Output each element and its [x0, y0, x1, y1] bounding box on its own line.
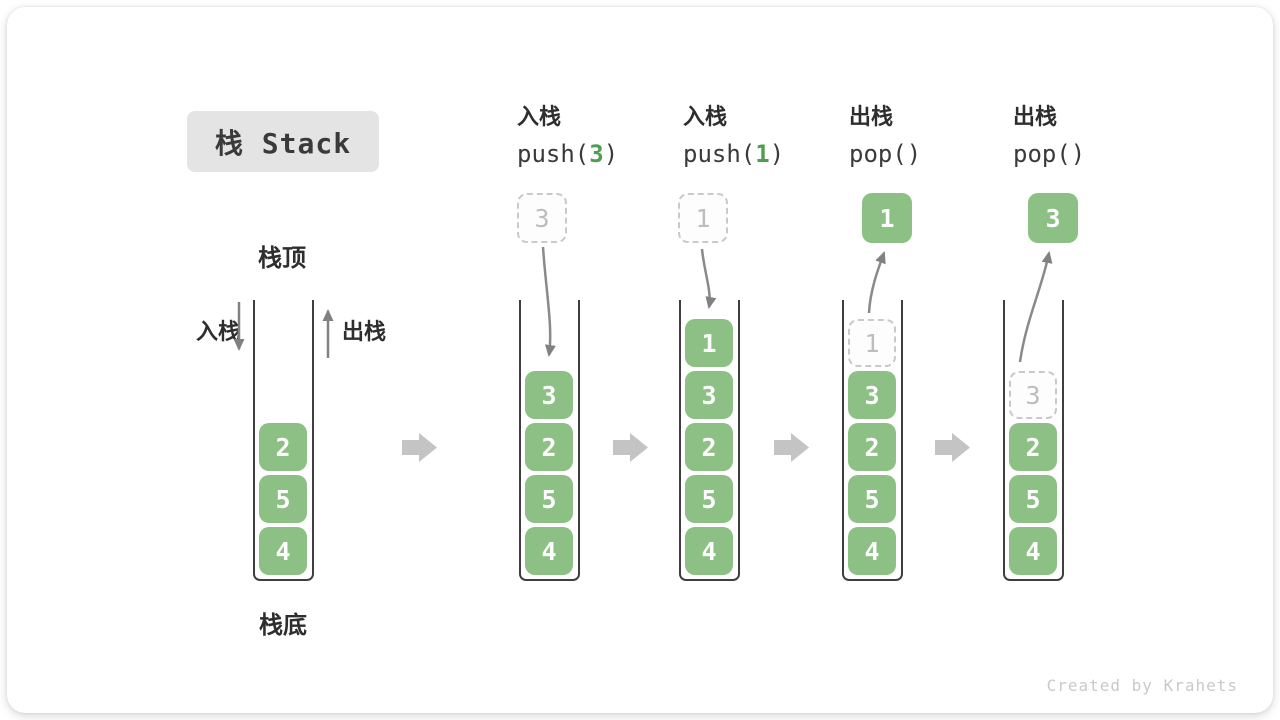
- code-fn: pop(: [1013, 140, 1071, 168]
- pop-legend-label: 出栈: [342, 320, 387, 345]
- pushing-value-box: 1: [678, 193, 728, 243]
- stack-cell: 2: [525, 423, 573, 471]
- stack-cell: 3: [848, 371, 896, 419]
- popped-value-box: 3: [1028, 193, 1078, 243]
- stack-cell-ghost: 1: [848, 319, 896, 367]
- stack-cell: 5: [685, 475, 733, 523]
- stack-cell: 2: [848, 423, 896, 471]
- stack-cell-ghost: 3: [1009, 371, 1057, 419]
- figure-title: 栈 Stack: [187, 111, 379, 172]
- code-close: ): [1070, 140, 1086, 168]
- code-close: ): [906, 140, 922, 168]
- pushing-value-box: 3: [517, 193, 567, 243]
- step-code-label: push(3): [517, 142, 618, 166]
- step-op-label: 出栈: [1013, 105, 1058, 130]
- step-op-label: 入栈: [517, 105, 562, 130]
- stack-bottom-label: 栈底: [259, 611, 307, 639]
- stack-cell: 1: [685, 319, 733, 367]
- push-legend-label: 入栈: [196, 320, 241, 345]
- code-fn: pop(: [849, 140, 907, 168]
- stack-cell: 5: [525, 475, 573, 523]
- stack-cell: 2: [1009, 423, 1057, 471]
- code-arg: 3: [589, 140, 604, 168]
- code-arg: 1: [755, 140, 770, 168]
- stack-cell: 4: [1009, 527, 1057, 575]
- stack-cell: 3: [685, 371, 733, 419]
- stack-cell: 4: [848, 527, 896, 575]
- code-close: ): [769, 140, 785, 168]
- code-fn: push(: [517, 140, 590, 168]
- step-code-label: pop(): [849, 142, 921, 166]
- stack-cell: 5: [1009, 475, 1057, 523]
- step-code-label: pop(): [1013, 142, 1085, 166]
- credit-text: Created by Krahets: [1046, 676, 1238, 695]
- stack-top-label: 栈顶: [258, 244, 306, 272]
- stack-container: [842, 300, 903, 581]
- stack-cell: 4: [685, 527, 733, 575]
- step-code-label: push(1): [683, 142, 784, 166]
- stack-container: [519, 300, 580, 581]
- stack-cell: 2: [685, 423, 733, 471]
- stack-cell: 5: [848, 475, 896, 523]
- code-close: ): [603, 140, 619, 168]
- step-op-label: 入栈: [683, 105, 728, 130]
- stack-cell: 3: [525, 371, 573, 419]
- stack-cell: 4: [259, 527, 307, 575]
- stack-cell: 4: [525, 527, 573, 575]
- step-op-label: 出栈: [849, 105, 894, 130]
- stack-cell: 5: [259, 475, 307, 523]
- code-fn: push(: [683, 140, 756, 168]
- stack-container: [679, 300, 740, 581]
- stack-cell: 2: [259, 423, 307, 471]
- stack-container: [1003, 300, 1064, 581]
- popped-value-box: 1: [862, 193, 912, 243]
- stack-container: [253, 300, 314, 581]
